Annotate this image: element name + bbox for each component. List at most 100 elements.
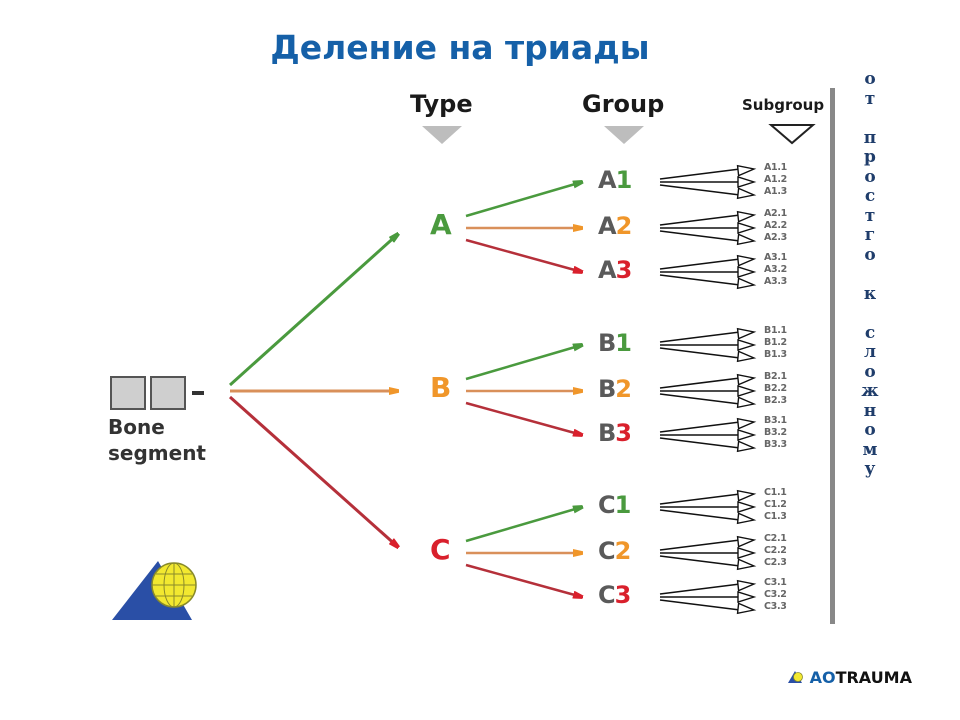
subgroup-label: B1.3 [764, 349, 787, 361]
subgroup-label: A3.1 [764, 252, 787, 263]
arrow-to-subgroup-B3.2-head [737, 429, 757, 441]
vertical-letter: с [864, 322, 876, 343]
subgroup-label: A1.1 [764, 162, 787, 173]
arrow-to-group-B3 [465, 401, 582, 435]
group-label-C2: C2 [598, 537, 632, 565]
group-header-triangle [604, 126, 644, 144]
group-prefix: C [598, 491, 616, 519]
arrow-to-group-C1 [465, 507, 582, 543]
subgroup-label: A2.3 [764, 232, 787, 244]
arrow-to-subgroup-B1.2-head [737, 339, 757, 351]
subgroup-label: C1.3 [764, 511, 787, 523]
arrow-to-subgroup-C2.3 [659, 555, 741, 567]
bone-label-line1: Bone [108, 415, 165, 439]
header-subgroup: Subgroup [742, 96, 825, 114]
arrow-to-subgroup-C2.3-head [736, 558, 757, 571]
arrow-to-subgroup-B2.3 [659, 393, 741, 405]
group-prefix: A [598, 166, 617, 194]
arrow-to-subgroup-A3.1-head [736, 254, 757, 267]
arrow-to-type-C [229, 395, 398, 547]
subgroup-label: C3.2 [764, 589, 787, 601]
group-label-B3: B3 [598, 419, 632, 447]
vertical-letter: т [864, 205, 876, 226]
arrow-to-subgroup-A3.3-head [736, 277, 757, 290]
subgroup-label: C2.3 [764, 557, 787, 569]
arrow-to-group-A1 [465, 182, 582, 218]
vertical-letter: с [864, 186, 876, 206]
subgroup-label: C1.2 [764, 499, 787, 511]
arrow-to-subgroup-C1.3-head [736, 512, 757, 525]
arrow-to-group-B1 [465, 345, 582, 381]
vertical-letter: у [864, 459, 876, 479]
vertical-letter: м [862, 439, 878, 460]
group-prefix: B [598, 329, 616, 357]
group-label-A3: A3 [598, 256, 633, 284]
arrow-to-subgroup-A3.1 [659, 258, 741, 270]
arrow-to-subgroup-B2.1-head [736, 373, 757, 386]
subgroup-label: B3.2 [764, 427, 787, 439]
arrow-to-subgroup-B3.3-head [736, 440, 757, 453]
arrow-to-subgroup-B2.1 [659, 377, 741, 389]
subgroup-label: B2.2 [764, 383, 787, 395]
group-prefix: B [598, 375, 616, 403]
header-type: Type [410, 90, 473, 118]
arrow-to-subgroup-C3.2-head [737, 591, 757, 603]
group-digit: 2 [615, 212, 633, 240]
subgroup-label: C2.1 [764, 533, 787, 544]
group-digit: 1 [614, 491, 632, 519]
group-label-A2: A2 [598, 212, 633, 240]
arrow-to-subgroup-A1.1-head [736, 164, 757, 177]
group-digit: 2 [614, 537, 632, 565]
arrow-to-subgroup-B2.3-head [736, 396, 757, 409]
group-prefix: A [598, 256, 617, 284]
group-digit: 3 [615, 256, 633, 284]
vertical-letter: н [863, 400, 877, 421]
subgroup-label: C1.1 [764, 487, 787, 498]
subgroup-label: A1.2 [764, 174, 787, 186]
group-label-C3: C3 [598, 581, 632, 609]
arrow-to-group-A3 [465, 238, 582, 272]
arrow-to-subgroup-C1.1 [659, 493, 741, 505]
group-prefix: B [598, 419, 616, 447]
arrow-to-subgroup-B3.3 [659, 437, 741, 449]
arrow-to-subgroup-B1.3-head [736, 350, 757, 363]
subgroup-label: B1.2 [764, 337, 787, 349]
group-label-B2: B2 [598, 375, 632, 403]
arrow-to-subgroup-A2.1 [659, 214, 741, 226]
dash [192, 391, 204, 395]
arrow-to-subgroup-A3.3 [659, 274, 741, 286]
subgroup-label: B3.1 [764, 415, 787, 426]
bone-label-line2: segment [108, 441, 206, 465]
bone-segment-code [110, 376, 204, 410]
vertical-letter: о [864, 166, 876, 187]
arrow-to-subgroup-B1.1-head [736, 327, 757, 340]
subgroup-label: C3.3 [764, 601, 787, 613]
group-label-C1: C1 [598, 491, 632, 519]
bone-digit-box [110, 376, 146, 410]
vertical-letter: о [864, 361, 876, 382]
vertical-letter: о [864, 244, 876, 265]
arrow-to-subgroup-B3.1 [659, 421, 741, 433]
arrow-to-subgroup-A1.3-head [736, 187, 757, 200]
group-prefix: A [598, 212, 617, 240]
subgroup-label: B2.3 [764, 395, 787, 407]
arrow-to-subgroup-A3.2-head [737, 266, 757, 278]
vertical-letter: п [863, 127, 877, 148]
aotrauma-logo: AOTRAUMA [788, 668, 912, 687]
bone-segment-label: Bone segment [108, 414, 206, 466]
arrow-to-subgroup-A1.3 [659, 184, 741, 196]
arrow-to-subgroup-B3.1-head [736, 417, 757, 430]
subgroup-label: B2.1 [764, 371, 787, 382]
vertical-letter: к [863, 283, 877, 304]
bone-digit-box [150, 376, 186, 410]
type-label-A: A [430, 208, 452, 241]
group-digit: 3 [614, 581, 632, 609]
